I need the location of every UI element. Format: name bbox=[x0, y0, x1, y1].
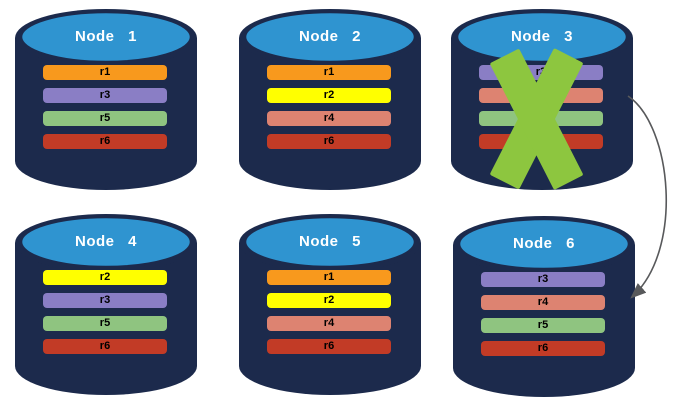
node-5: Node 5 r1 r2 r4 r6 bbox=[236, 210, 424, 400]
replica-bar-r6: r6 bbox=[43, 339, 167, 354]
node-3: Node 3 r3 r4 r5 r6 bbox=[448, 5, 636, 195]
replica-bar-r3: r3 bbox=[43, 88, 167, 103]
replica-bar-r6: r6 bbox=[43, 134, 167, 149]
replica-list: r1 r3 r5 r6 bbox=[43, 65, 167, 149]
replica-bar-r1: r1 bbox=[43, 65, 167, 80]
replica-bar-r6: r6 bbox=[481, 341, 605, 356]
node-6: Node 6 r3 r4 r5 r6 bbox=[450, 212, 638, 402]
replica-bar-r3: r3 bbox=[479, 65, 603, 80]
node-title: Node 1 bbox=[74, 28, 137, 45]
replica-bar-r2: r2 bbox=[267, 293, 391, 308]
node-1: Node 1 r1 r3 r5 r6 bbox=[12, 5, 200, 195]
replica-list: r3 r4 r5 r6 bbox=[479, 65, 603, 149]
replica-list: r3 r4 r5 r6 bbox=[481, 272, 605, 356]
replica-bar-r2: r2 bbox=[43, 270, 167, 285]
replica-bar-r6: r6 bbox=[267, 339, 391, 354]
replica-bar-r6: r6 bbox=[267, 134, 391, 149]
replica-bar-r5: r5 bbox=[43, 111, 167, 126]
replica-bar-r3: r3 bbox=[43, 293, 167, 308]
node-title: Node 4 bbox=[74, 233, 137, 250]
replica-bar-r1: r1 bbox=[267, 270, 391, 285]
replica-bar-r6: r6 bbox=[479, 134, 603, 149]
replica-bar-r2: r2 bbox=[267, 88, 391, 103]
replica-bar-r5: r5 bbox=[43, 316, 167, 331]
replica-bar-r5: r5 bbox=[479, 111, 603, 126]
replica-bar-r4: r4 bbox=[267, 111, 391, 126]
replica-list: r1 r2 r4 r6 bbox=[267, 270, 391, 354]
replica-bar-r4: r4 bbox=[479, 88, 603, 103]
node-title: Node 6 bbox=[512, 235, 575, 252]
node-title: Node 2 bbox=[298, 28, 361, 45]
node-title: Node 3 bbox=[510, 28, 573, 45]
replica-bar-r4: r4 bbox=[481, 295, 605, 310]
replica-list: r2 r3 r5 r6 bbox=[43, 270, 167, 354]
replica-list: r1 r2 r4 r6 bbox=[267, 65, 391, 149]
node-title: Node 5 bbox=[298, 233, 361, 250]
replica-bar-r1: r1 bbox=[267, 65, 391, 80]
replica-bar-r3: r3 bbox=[481, 272, 605, 287]
node-2: Node 2 r1 r2 r4 r6 bbox=[236, 5, 424, 195]
node-4: Node 4 r2 r3 r5 r6 bbox=[12, 210, 200, 400]
replica-bar-r5: r5 bbox=[481, 318, 605, 333]
replica-bar-r4: r4 bbox=[267, 316, 391, 331]
